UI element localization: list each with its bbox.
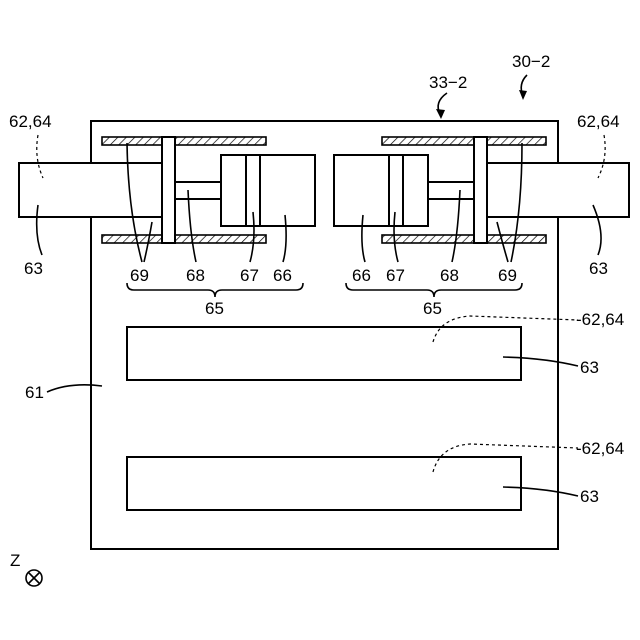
label-device: 30−2 <box>512 52 550 71</box>
right-cylinder-66 <box>334 155 428 226</box>
right-bottom-rail <box>382 235 546 243</box>
right-plate <box>474 137 487 243</box>
arrow-30-2 <box>519 90 527 100</box>
left-plate <box>162 137 175 243</box>
label-r69: 69 <box>498 266 517 285</box>
label-cable-mid1: -62,64 <box>576 310 624 329</box>
right-piston-67 <box>389 155 403 226</box>
left-bottom-rail <box>102 235 266 243</box>
label-l67: 67 <box>240 266 259 285</box>
label-conn-mid2: 63 <box>580 487 599 506</box>
label-body: 61 <box>25 383 44 402</box>
label-r68: 68 <box>440 266 459 285</box>
right-connector <box>487 163 629 217</box>
inner-connector-2 <box>127 457 521 510</box>
left-cylinder-66 <box>221 155 315 226</box>
label-l68: 68 <box>186 266 205 285</box>
label-cable-right: 62,64 <box>577 112 620 131</box>
label-group-right: 65 <box>423 299 442 318</box>
label-r66: 66 <box>352 266 371 285</box>
label-unit: 33−2 <box>429 73 467 92</box>
label-l66: 66 <box>273 266 292 285</box>
label-conn-left: 63 <box>24 259 43 278</box>
label-group-left: 65 <box>205 299 224 318</box>
inner-connector-1 <box>127 327 521 380</box>
label-conn-mid1: 63 <box>580 358 599 377</box>
arrow-33-2 <box>436 109 445 119</box>
label-cable-mid2: -62,64 <box>576 439 624 458</box>
label-conn-right: 63 <box>589 259 608 278</box>
label-axis: Z <box>10 551 20 570</box>
label-l69: 69 <box>130 266 149 285</box>
label-cable-left: 62,64 <box>9 112 52 131</box>
label-r67: 67 <box>386 266 405 285</box>
